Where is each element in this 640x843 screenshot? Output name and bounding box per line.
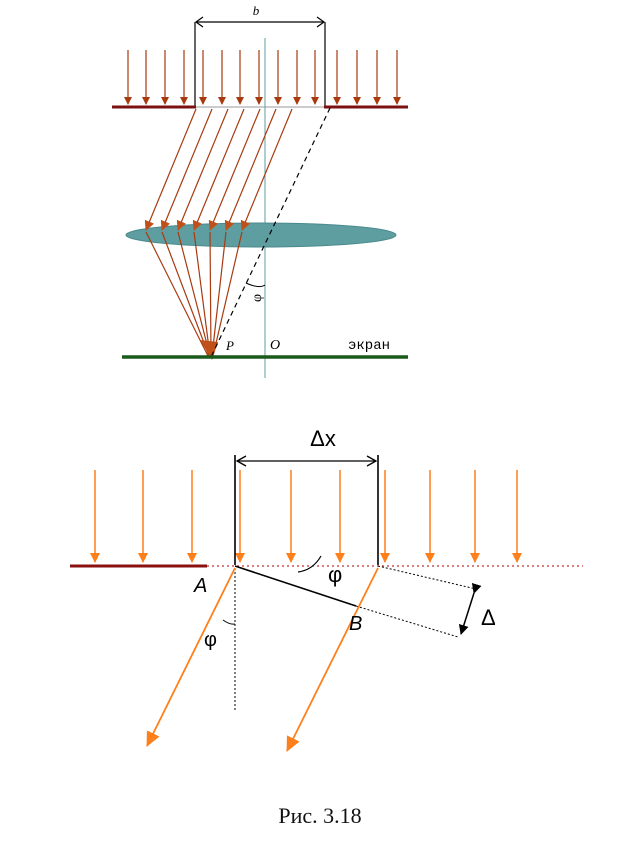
label-screen: экран [348, 338, 390, 354]
bottom-diagram: Δx φ φ Δ A B [70, 426, 583, 752]
label-P: P [225, 338, 234, 353]
label-dx: Δx [310, 426, 336, 451]
incident-rays-bottom [90, 470, 522, 563]
label-phi-top: φ [250, 294, 265, 302]
phi-arc-right [297, 555, 322, 573]
top-diagram: b [112, 3, 408, 378]
label-O: O [270, 338, 280, 353]
diffracted-ray-B [286, 567, 379, 752]
label-b: b [253, 3, 260, 18]
slit-edges [234, 455, 379, 565]
converging-rays [145, 231, 243, 357]
delta-projection [377, 565, 477, 590]
central-dashed-ray [210, 107, 331, 358]
wavefront-AB [234, 565, 357, 607]
dx-marker [235, 455, 378, 467]
figure-caption: Рис. 3.18 [278, 803, 362, 828]
label-phi-right: φ [328, 562, 342, 587]
wavefront-extension [355, 605, 459, 638]
phi-arc-top [245, 282, 266, 288]
slit-width-marker [194, 16, 326, 106]
label-B: B [349, 613, 362, 635]
label-phi-left: φ [204, 629, 217, 651]
diffracted-ray-A [146, 567, 236, 747]
diffracted-rays [144, 108, 293, 231]
label-delta: Δ [481, 605, 496, 630]
delta-marker [458, 582, 482, 635]
phi-arc-left [222, 619, 236, 625]
incident-rays-top [124, 50, 401, 105]
focal-point-arrowhead [200, 340, 218, 360]
label-A: A [193, 575, 207, 597]
